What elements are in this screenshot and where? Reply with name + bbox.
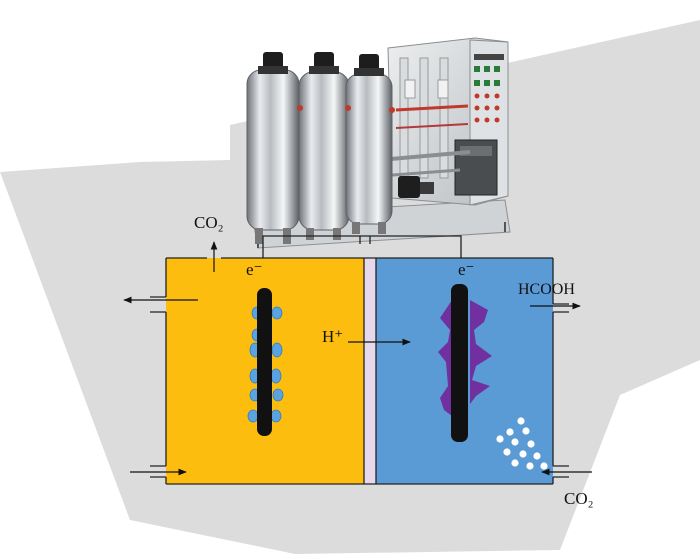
stainless-tank-icon [246, 52, 300, 244]
cathode-electron-label: e⁻ [458, 260, 475, 279]
cathode-electrode [451, 284, 468, 442]
hcooh-label: HCOOH [518, 281, 575, 298]
anode-electron-label: e⁻ [246, 260, 263, 279]
co2-top-label: CO₂ [194, 213, 224, 232]
stainless-tank-icon [345, 54, 393, 234]
stainless-tank-icon [298, 52, 350, 240]
membrane [364, 258, 376, 484]
equipment-illustration [246, 37, 511, 249]
product-dots [496, 417, 548, 470]
anode-electrode [257, 288, 272, 436]
proton-label: H⁺ [322, 327, 344, 346]
co2-bottom-label: CO₂ [564, 489, 594, 508]
reactor-outline [150, 257, 569, 485]
circuit-wire [262, 235, 462, 290]
pump-icon [379, 139, 498, 198]
